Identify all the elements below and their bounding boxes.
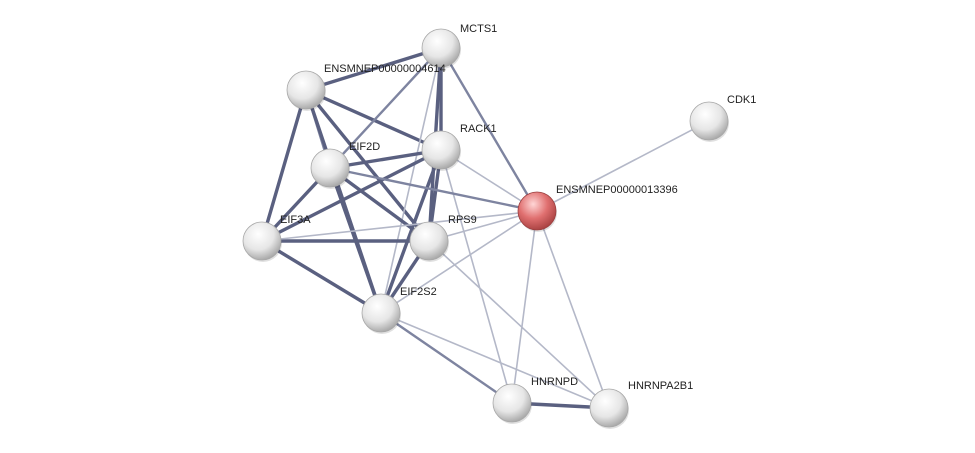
edge-ensmnep00000004614-mcts1: [304, 46, 443, 92]
node-rps9[interactable]: RPS9: [409, 214, 477, 262]
node-label: ENSMNEP00000004614: [324, 63, 446, 75]
node-label: CDK1: [727, 94, 756, 106]
node-circle[interactable]: [492, 383, 532, 423]
node-label: RACK1: [460, 123, 497, 135]
node-ensmnep00000004614[interactable]: ENSMNEP00000004614: [286, 63, 446, 111]
edge-eif2s2-hnrnpd: [379, 311, 514, 405]
edge-ensmnep00000004614-eif3a: [260, 88, 308, 243]
node-label: ENSMNEP00000013396: [556, 184, 678, 196]
node-rack1[interactable]: RACK1: [421, 123, 497, 171]
node-eif3a[interactable]: EIF3A: [242, 214, 311, 262]
edge-rack1-hnrnpd: [440, 149, 513, 404]
edge-eif2d-rps9: [328, 166, 431, 243]
edge-ensmnep00000013396-hnrnpa2b1: [536, 210, 610, 409]
node-label: EIF3A: [280, 214, 311, 226]
edge-ensmnep00000004614-rps9: [304, 88, 431, 243]
edge-cdk1-ensmnep00000013396: [536, 120, 710, 212]
edge-eif3a-eif2s2: [260, 239, 383, 315]
node-circle[interactable]: [421, 28, 461, 68]
node-label: EIF2D: [349, 141, 380, 153]
edge-eif2s2-ensmnep00000013396: [380, 210, 538, 314]
edge-eif3a-ensmnep00000013396: [261, 210, 538, 242]
node-circle[interactable]: [589, 388, 629, 428]
node-hnrnpd[interactable]: HNRNPD: [492, 376, 578, 424]
node-hnrnpa2b1[interactable]: HNRNPA2B1: [589, 380, 693, 429]
edge-rack1-eif2s2: [379, 148, 443, 315]
node-circle[interactable]: [286, 70, 326, 110]
node-eif2s2[interactable]: EIF2S2: [361, 286, 437, 334]
node-label: RPS9: [448, 214, 477, 226]
node-circle[interactable]: [310, 148, 350, 188]
node-label: MCTS1: [460, 23, 497, 35]
edge-mcts1-eif2d: [328, 46, 443, 170]
node-label: EIF2S2: [400, 286, 437, 298]
node-circle[interactable]: [421, 130, 461, 170]
edge-eif2d-ensmnep00000013396: [328, 166, 539, 213]
edge-mcts1-ensmnep00000013396: [439, 46, 539, 213]
edge-rack1-eif3a: [260, 148, 443, 243]
node-circle[interactable]: [242, 221, 282, 261]
node-circle[interactable]: [361, 293, 401, 333]
node-eif2d[interactable]: EIF2D: [310, 141, 380, 189]
edge-rps9-hnrnpa2b1: [428, 240, 610, 409]
node-circle[interactable]: [517, 191, 557, 231]
node-cdk1[interactable]: CDK1: [689, 94, 756, 142]
node-ensmnep00000013396[interactable]: ENSMNEP00000013396: [517, 184, 678, 232]
edge-ensmnep00000013396-hnrnpd: [511, 210, 538, 404]
edge-eif2s2-hnrnpa2b1: [380, 312, 610, 409]
edges-layer: [260, 46, 710, 410]
node-circle[interactable]: [409, 221, 449, 261]
node-circle[interactable]: [689, 101, 729, 141]
node-mcts1[interactable]: MCTS1: [421, 23, 497, 69]
node-label: HNRNPA2B1: [628, 380, 693, 392]
node-label: HNRNPD: [531, 376, 578, 388]
edge-mcts1-eif2s2: [380, 47, 442, 314]
